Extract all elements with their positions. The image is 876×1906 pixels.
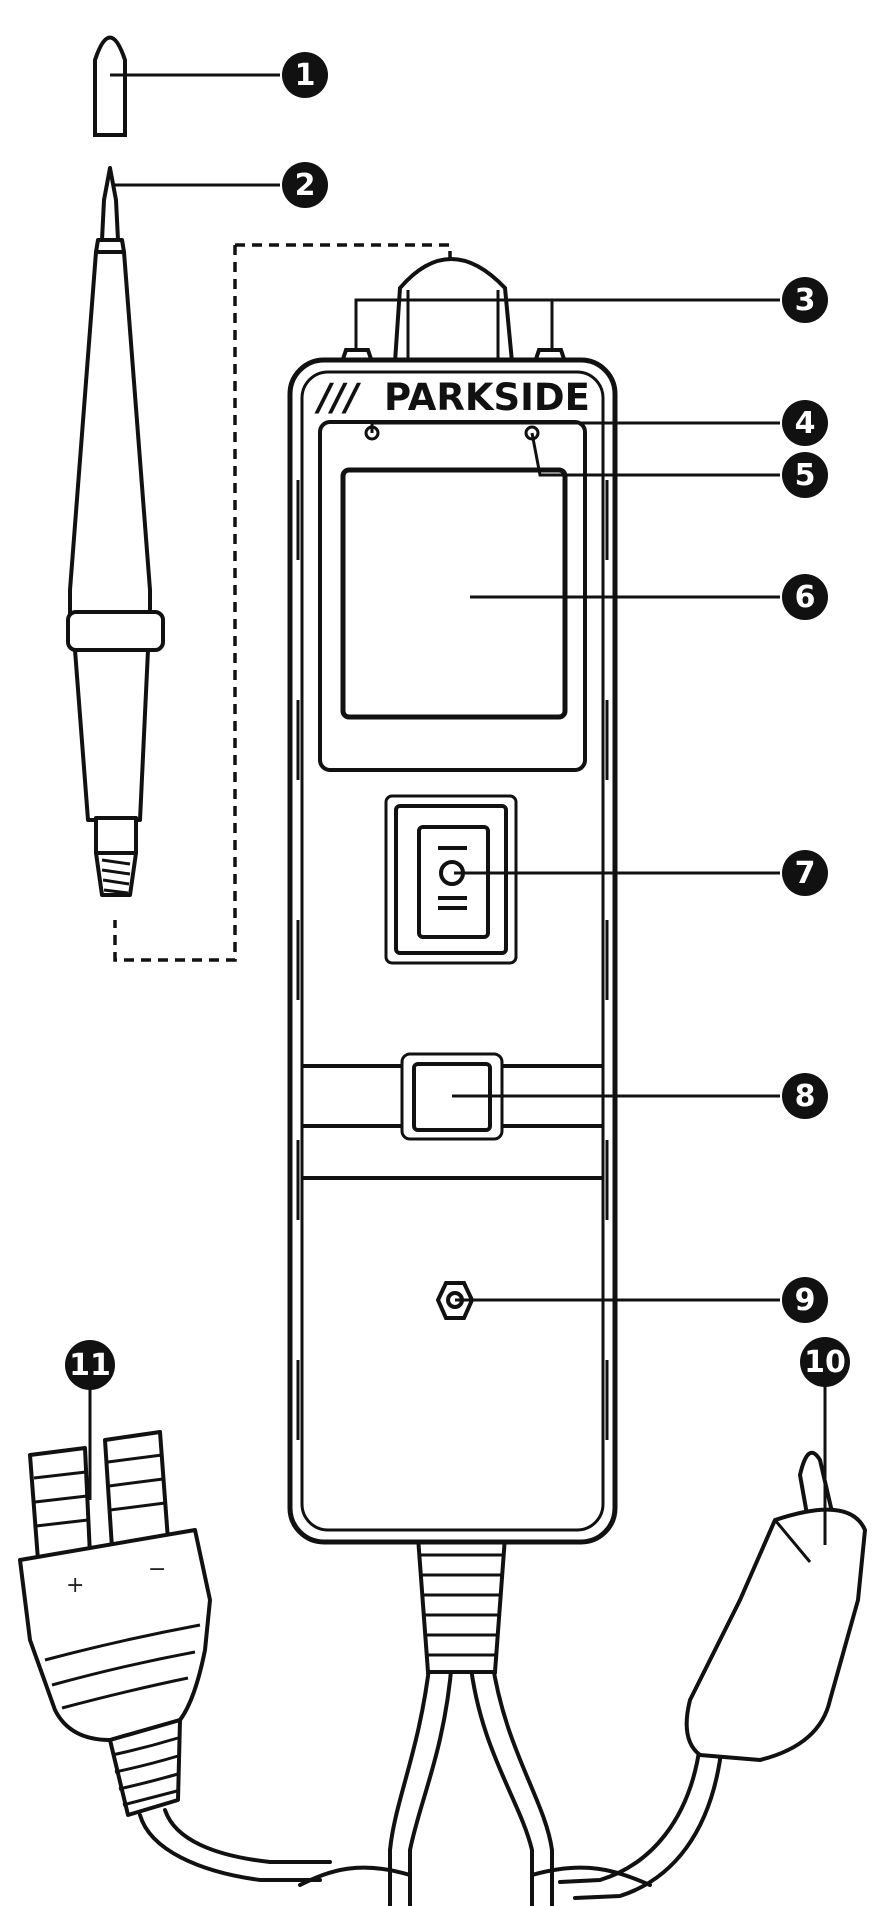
button-band-lines: [302, 1064, 603, 1180]
svg-text:4: 4: [795, 406, 816, 441]
leader-lines: [88, 73, 827, 1545]
callout-5: 5: [782, 452, 828, 498]
grip-ridges: [296, 480, 609, 1440]
svg-text:5: 5: [795, 458, 816, 493]
svg-text:10: 10: [804, 1345, 846, 1380]
callout-1: 1: [282, 52, 328, 98]
callout-6: 6: [782, 574, 828, 620]
plug-minus-label: −: [148, 1557, 166, 1582]
probe-holder-top: [393, 257, 514, 363]
brand-name: PARKSIDE: [384, 376, 590, 419]
display-panel: [318, 420, 587, 772]
svg-text:8: 8: [795, 1079, 816, 1114]
callout-10: 10: [800, 1337, 850, 1387]
callout-4: 4: [782, 400, 828, 446]
svg-text:3: 3: [795, 283, 816, 318]
svg-text:2: 2: [295, 168, 316, 203]
brand-mark: ///: [314, 376, 362, 419]
svg-text:6: 6: [795, 580, 816, 615]
connector-plug: [18, 1430, 212, 1817]
svg-text:7: 7: [795, 856, 816, 891]
strain-relief: [415, 1535, 508, 1674]
brand-logo: /// PARKSIDE: [314, 376, 590, 419]
callout-8: 8: [782, 1073, 828, 1119]
alligator-clip: [684, 1450, 867, 1762]
test-probe: [66, 166, 165, 897]
svg-text:1: 1: [295, 58, 316, 93]
callout-2: 2: [282, 162, 328, 208]
svg-text:9: 9: [795, 1283, 816, 1318]
callout-3: 3: [782, 277, 828, 323]
probe-cap: [93, 35, 127, 137]
svg-text:11: 11: [69, 1348, 111, 1383]
callout-7: 7: [782, 850, 828, 896]
callout-9: 9: [782, 1277, 828, 1323]
cables: [138, 1658, 724, 1906]
rocker-switch[interactable]: [384, 794, 518, 965]
probe-stow-outline: [113, 243, 452, 962]
plug-plus-label: +: [66, 1573, 84, 1598]
callout-11: 11: [65, 1340, 115, 1390]
